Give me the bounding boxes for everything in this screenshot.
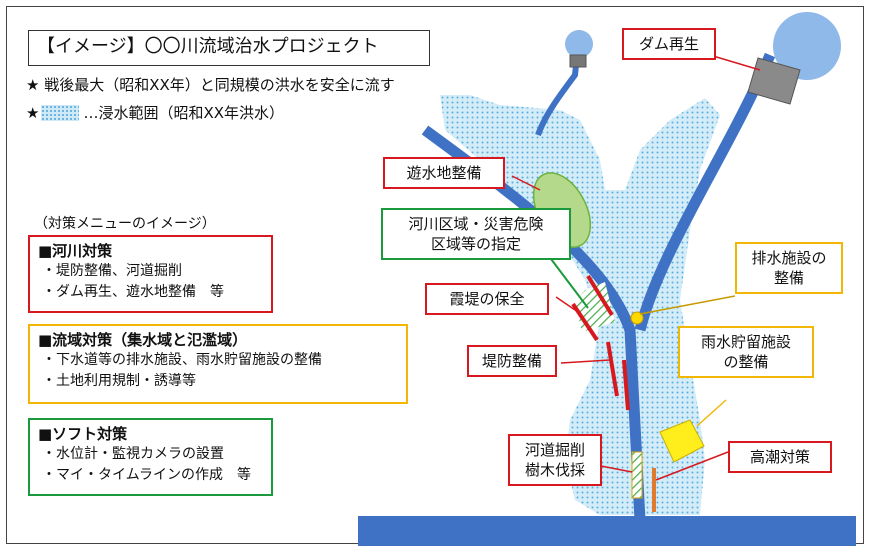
small-dam-reservoir — [565, 30, 593, 58]
kasumi-levee-1 — [586, 274, 614, 317]
kasumi-levee-2 — [571, 302, 599, 342]
excavation-area — [631, 451, 643, 499]
river-measures-item: ・堤防整備、河道掘削 — [42, 263, 182, 279]
flood-area — [440, 95, 720, 515]
page-title: 【イメージ】〇〇川流域治水プロジェクト — [28, 30, 430, 66]
excavation-label-line: 河道掘削 — [524, 441, 585, 459]
storm-surge-label: 高潮対策 — [728, 441, 832, 473]
basin-measures-item: ・下水道等の排水施設、雨水貯留施設の整備 — [42, 352, 322, 368]
flood-legend: ★ …浸水範囲（昭和XX年洪水） — [26, 102, 284, 123]
rain-storage-label-line: 雨水貯留施設 — [700, 333, 791, 351]
soft-measures-item: ・水位計・監視カメラの設置 — [42, 446, 224, 462]
dam-reservoir — [773, 12, 841, 80]
excavation-label-line: 樹木伐採 — [524, 461, 585, 479]
designation-label-line: 区域等の指定 — [430, 235, 521, 253]
drainage-connector — [639, 295, 736, 315]
soft-measures-heading: ■ソフト対策 — [38, 425, 128, 443]
levee-label: 堤防整備 — [467, 345, 557, 377]
flood-legend-label: …浸水範囲（昭和XX年洪水） — [83, 104, 285, 122]
designation-connector — [547, 254, 589, 309]
rain-storage-label-line: の整備 — [723, 353, 769, 371]
star-icon: ★ — [26, 103, 40, 122]
basin-measures-heading: ■流域対策（集水域と氾濫域） — [38, 331, 248, 349]
drainage-label-line: 排水施設の — [751, 249, 827, 267]
basin-measures-item: ・土地利用規制・誘導等 — [42, 373, 196, 389]
dam-body — [747, 57, 801, 105]
retention-connector — [511, 175, 541, 191]
rain-storage-connector — [696, 399, 727, 427]
designation-label-line: 河川区域・災害危険 — [408, 215, 544, 233]
river-upstream-small — [535, 54, 580, 137]
designation-label: 河川区域・災害危険 区域等の指定 — [381, 208, 571, 260]
basin-measures-box: ■流域対策（集水域と氾濫域） ・下水道等の排水施設、雨水貯留施設の整備 ・土地利… — [28, 324, 408, 404]
rain-storage-label: 雨水貯留施設 の整備 — [678, 326, 814, 378]
storm-surge-connector — [655, 451, 729, 481]
soft-measures-item: ・マイ・タイムラインの作成 等 — [42, 467, 252, 483]
river-measures-item: ・ダム再生、遊水地整備 等 — [42, 284, 224, 300]
excavation-label: 河道掘削 樹木伐採 — [508, 434, 602, 486]
rain-storage-facility — [659, 419, 705, 463]
retention-label: 遊水地整備 — [383, 157, 505, 189]
menu-caption: （対策メニューのイメージ） — [34, 216, 216, 232]
drainage-facility — [630, 311, 644, 325]
levee-line-1 — [606, 341, 619, 397]
river-measures-heading: ■河川対策 — [38, 242, 113, 260]
excavation-connector — [600, 465, 633, 473]
river-measures-box: ■河川対策 ・堤防整備、河道掘削 ・ダム再生、遊水地整備 等 — [28, 235, 273, 313]
goal-statement: ★ 戦後最大（昭和XX年）と同規模の洪水を安全に流す — [26, 76, 395, 94]
levee-connector — [560, 359, 611, 364]
dam-label: ダム再生 — [622, 28, 716, 60]
drainage-label-line: 整備 — [773, 269, 804, 287]
levee-line-2 — [622, 359, 630, 411]
soft-measures-box: ■ソフト対策 ・水位計・監視カメラの設置 ・マイ・タイムラインの作成 等 — [28, 418, 273, 496]
kasumi-label: 霞堤の保全 — [425, 283, 549, 315]
sea — [358, 516, 856, 546]
flood-area-swatch — [41, 104, 80, 121]
drainage-label: 排水施設の 整備 — [735, 242, 843, 294]
kasumi-connector — [555, 296, 579, 313]
small-dam-body — [569, 54, 587, 68]
